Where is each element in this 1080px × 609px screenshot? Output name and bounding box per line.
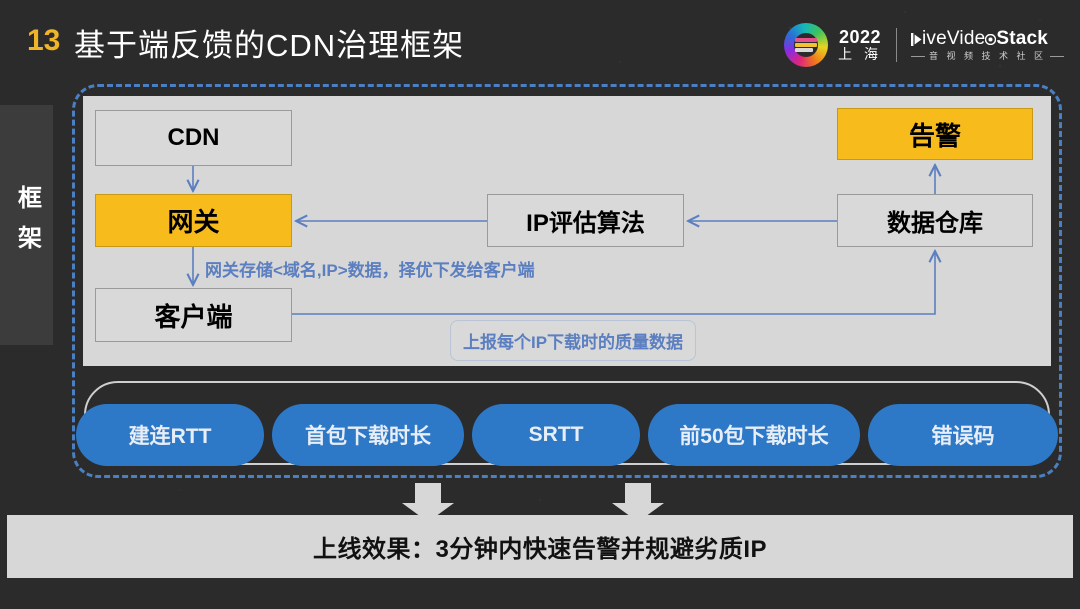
annotation-quality-report: 上报每个IP下载时的质量数据 bbox=[450, 320, 697, 361]
logo-inner-mark-icon bbox=[795, 38, 818, 52]
down-arrow-right-icon bbox=[612, 483, 664, 522]
box-client: 客户端 bbox=[95, 288, 292, 342]
down-arrow-left-icon bbox=[402, 483, 454, 522]
logo-brand: iveVide Stack 音 视 频 技 术 社 区 bbox=[910, 27, 1064, 62]
logo-brand-name: iveVide Stack bbox=[910, 27, 1064, 50]
section-tab-framework: 框架 bbox=[0, 105, 53, 345]
box-client-label: 客户端 bbox=[154, 301, 233, 332]
box-alarm: 告警 bbox=[837, 108, 1033, 160]
box-alarm-label: 告警 bbox=[908, 120, 961, 151]
logo-year-city: 2022 上 海 bbox=[838, 28, 882, 62]
metric-pill-rtt[interactable]: 建连RTT bbox=[76, 404, 264, 466]
result-banner-text: 上线效果：3分钟内快速告警并规避劣质IP bbox=[312, 536, 768, 563]
logo-brand-suffix: Stack bbox=[996, 27, 1049, 49]
framework-dashed-border bbox=[72, 84, 1062, 478]
logo-year: 2022 bbox=[839, 27, 882, 48]
metric-pill-first-50-packets-download-time[interactable]: 前50包下载时长 bbox=[648, 404, 860, 466]
metric-pill-srtt[interactable]: SRTT bbox=[472, 404, 640, 466]
annotation-gateway-storage: 网关存储<域名,IP>数据，择优下发给客户端 bbox=[205, 261, 535, 280]
metric-pill-error-code[interactable]: 错误码 bbox=[868, 404, 1058, 466]
box-ip-evaluation-algorithm-label: IP评估算法 bbox=[526, 210, 645, 237]
logo-brand-prefix: iveVide bbox=[921, 27, 986, 49]
box-gateway-label: 网关 bbox=[167, 207, 220, 237]
circle-dot-icon bbox=[985, 33, 997, 45]
box-cdn-label: CDN bbox=[167, 124, 220, 151]
logo-brand-subtitle: 音 视 频 技 术 社 区 bbox=[911, 51, 1064, 62]
conference-logo: 2022 上 海 iveVide Stack 音 视 频 技 术 社 区 bbox=[784, 20, 1064, 70]
logo-city: 上 海 bbox=[838, 46, 882, 63]
metric-pill-first-packet-download-time[interactable]: 首包下载时长 bbox=[272, 404, 464, 466]
box-cdn: CDN bbox=[95, 110, 292, 166]
page-number: 13 bbox=[27, 24, 61, 57]
livevideostack-ring-icon bbox=[784, 23, 829, 67]
box-data-warehouse-label: 数据仓库 bbox=[887, 210, 983, 237]
box-ip-evaluation-algorithm: IP评估算法 bbox=[487, 194, 684, 247]
box-gateway: 网关 bbox=[95, 194, 292, 247]
page-title: 基于端反馈的CDN治理框架 bbox=[74, 28, 465, 63]
section-tab-label: 框架 bbox=[13, 185, 41, 265]
result-banner: 上线效果：3分钟内快速告警并规避劣质IP bbox=[7, 515, 1073, 578]
play-triangle-icon bbox=[910, 32, 922, 46]
metrics-pill-row: 建连RTT 首包下载时长 SRTT 前50包下载时长 错误码 bbox=[76, 404, 1058, 466]
box-data-warehouse: 数据仓库 bbox=[837, 194, 1033, 247]
logo-divider bbox=[895, 28, 897, 62]
